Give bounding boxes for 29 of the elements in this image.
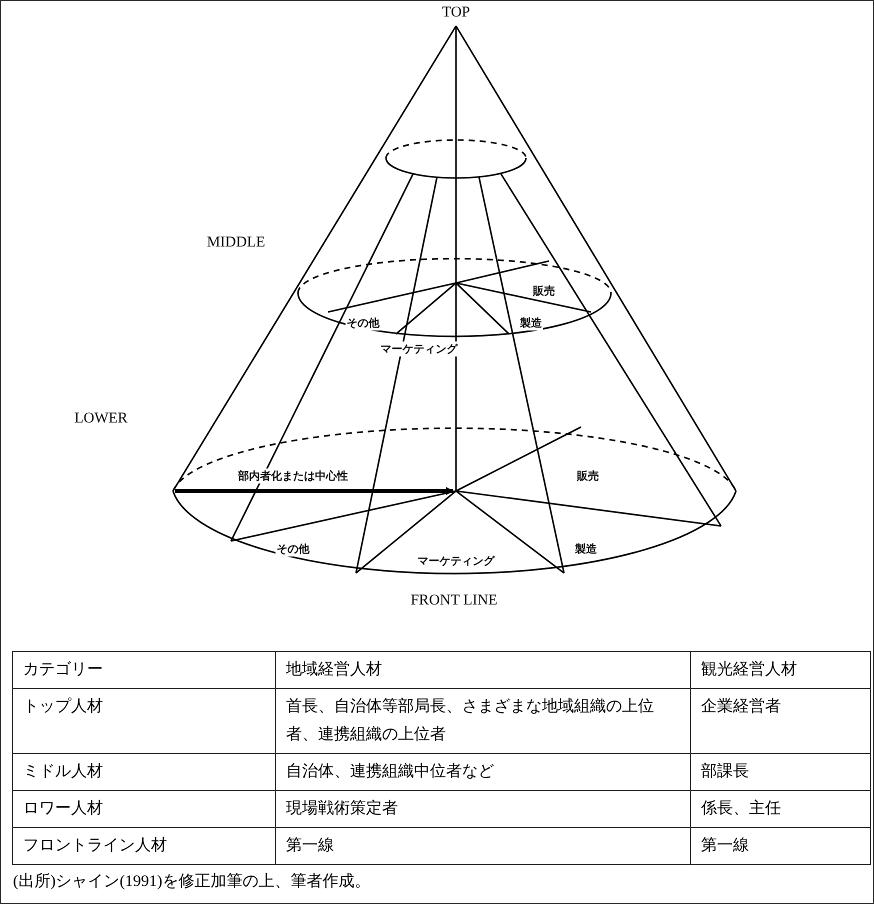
level-label: MIDDLE	[206, 234, 266, 252]
table-cell: 自治体、連携組織中位者など	[276, 754, 690, 790]
table-cell: 企業経営者	[690, 688, 870, 754]
header-cell: カテゴリー	[12, 652, 276, 688]
arrow-label: 部内者化または中心性	[237, 468, 349, 484]
segment-label: その他	[346, 316, 380, 330]
segment-label: マーケティング	[416, 554, 496, 568]
table-cell: 第一線	[690, 828, 870, 864]
table-cell: ミドル人材	[12, 754, 276, 790]
level-label: FRONT LINE	[410, 592, 498, 610]
segment-label: 販売	[532, 284, 556, 298]
table-cell: 現場戦術策定者	[276, 790, 690, 828]
table-cell: フロントライン人材	[12, 828, 276, 864]
segment-label: その他	[276, 542, 310, 556]
source-note: (出所)シャイン(1991)を修正加筆の上、筆者作成。	[13, 872, 370, 892]
table-cell: ロワー人材	[12, 790, 276, 828]
level-label: TOP	[442, 4, 470, 22]
segment-label: 販売	[576, 468, 600, 484]
segment-label: 製造	[519, 316, 543, 330]
segment-label: 製造	[574, 542, 598, 556]
table-cell: 係長、主任	[690, 790, 870, 828]
table-cell: 部課長	[690, 754, 870, 790]
header-cell: 観光経営人材	[690, 652, 870, 688]
segment-label: マーケティング	[380, 342, 458, 356]
table-cell: 第一線	[276, 828, 690, 864]
table-cell: トップ人材	[12, 688, 276, 754]
level-label: LOWER	[74, 410, 128, 428]
header-cell: 地域経営人材	[276, 652, 690, 688]
table-cell: 首長、自治体等部局長、さまざまな地域組織の上位者、連携組織の上位者	[276, 688, 690, 754]
